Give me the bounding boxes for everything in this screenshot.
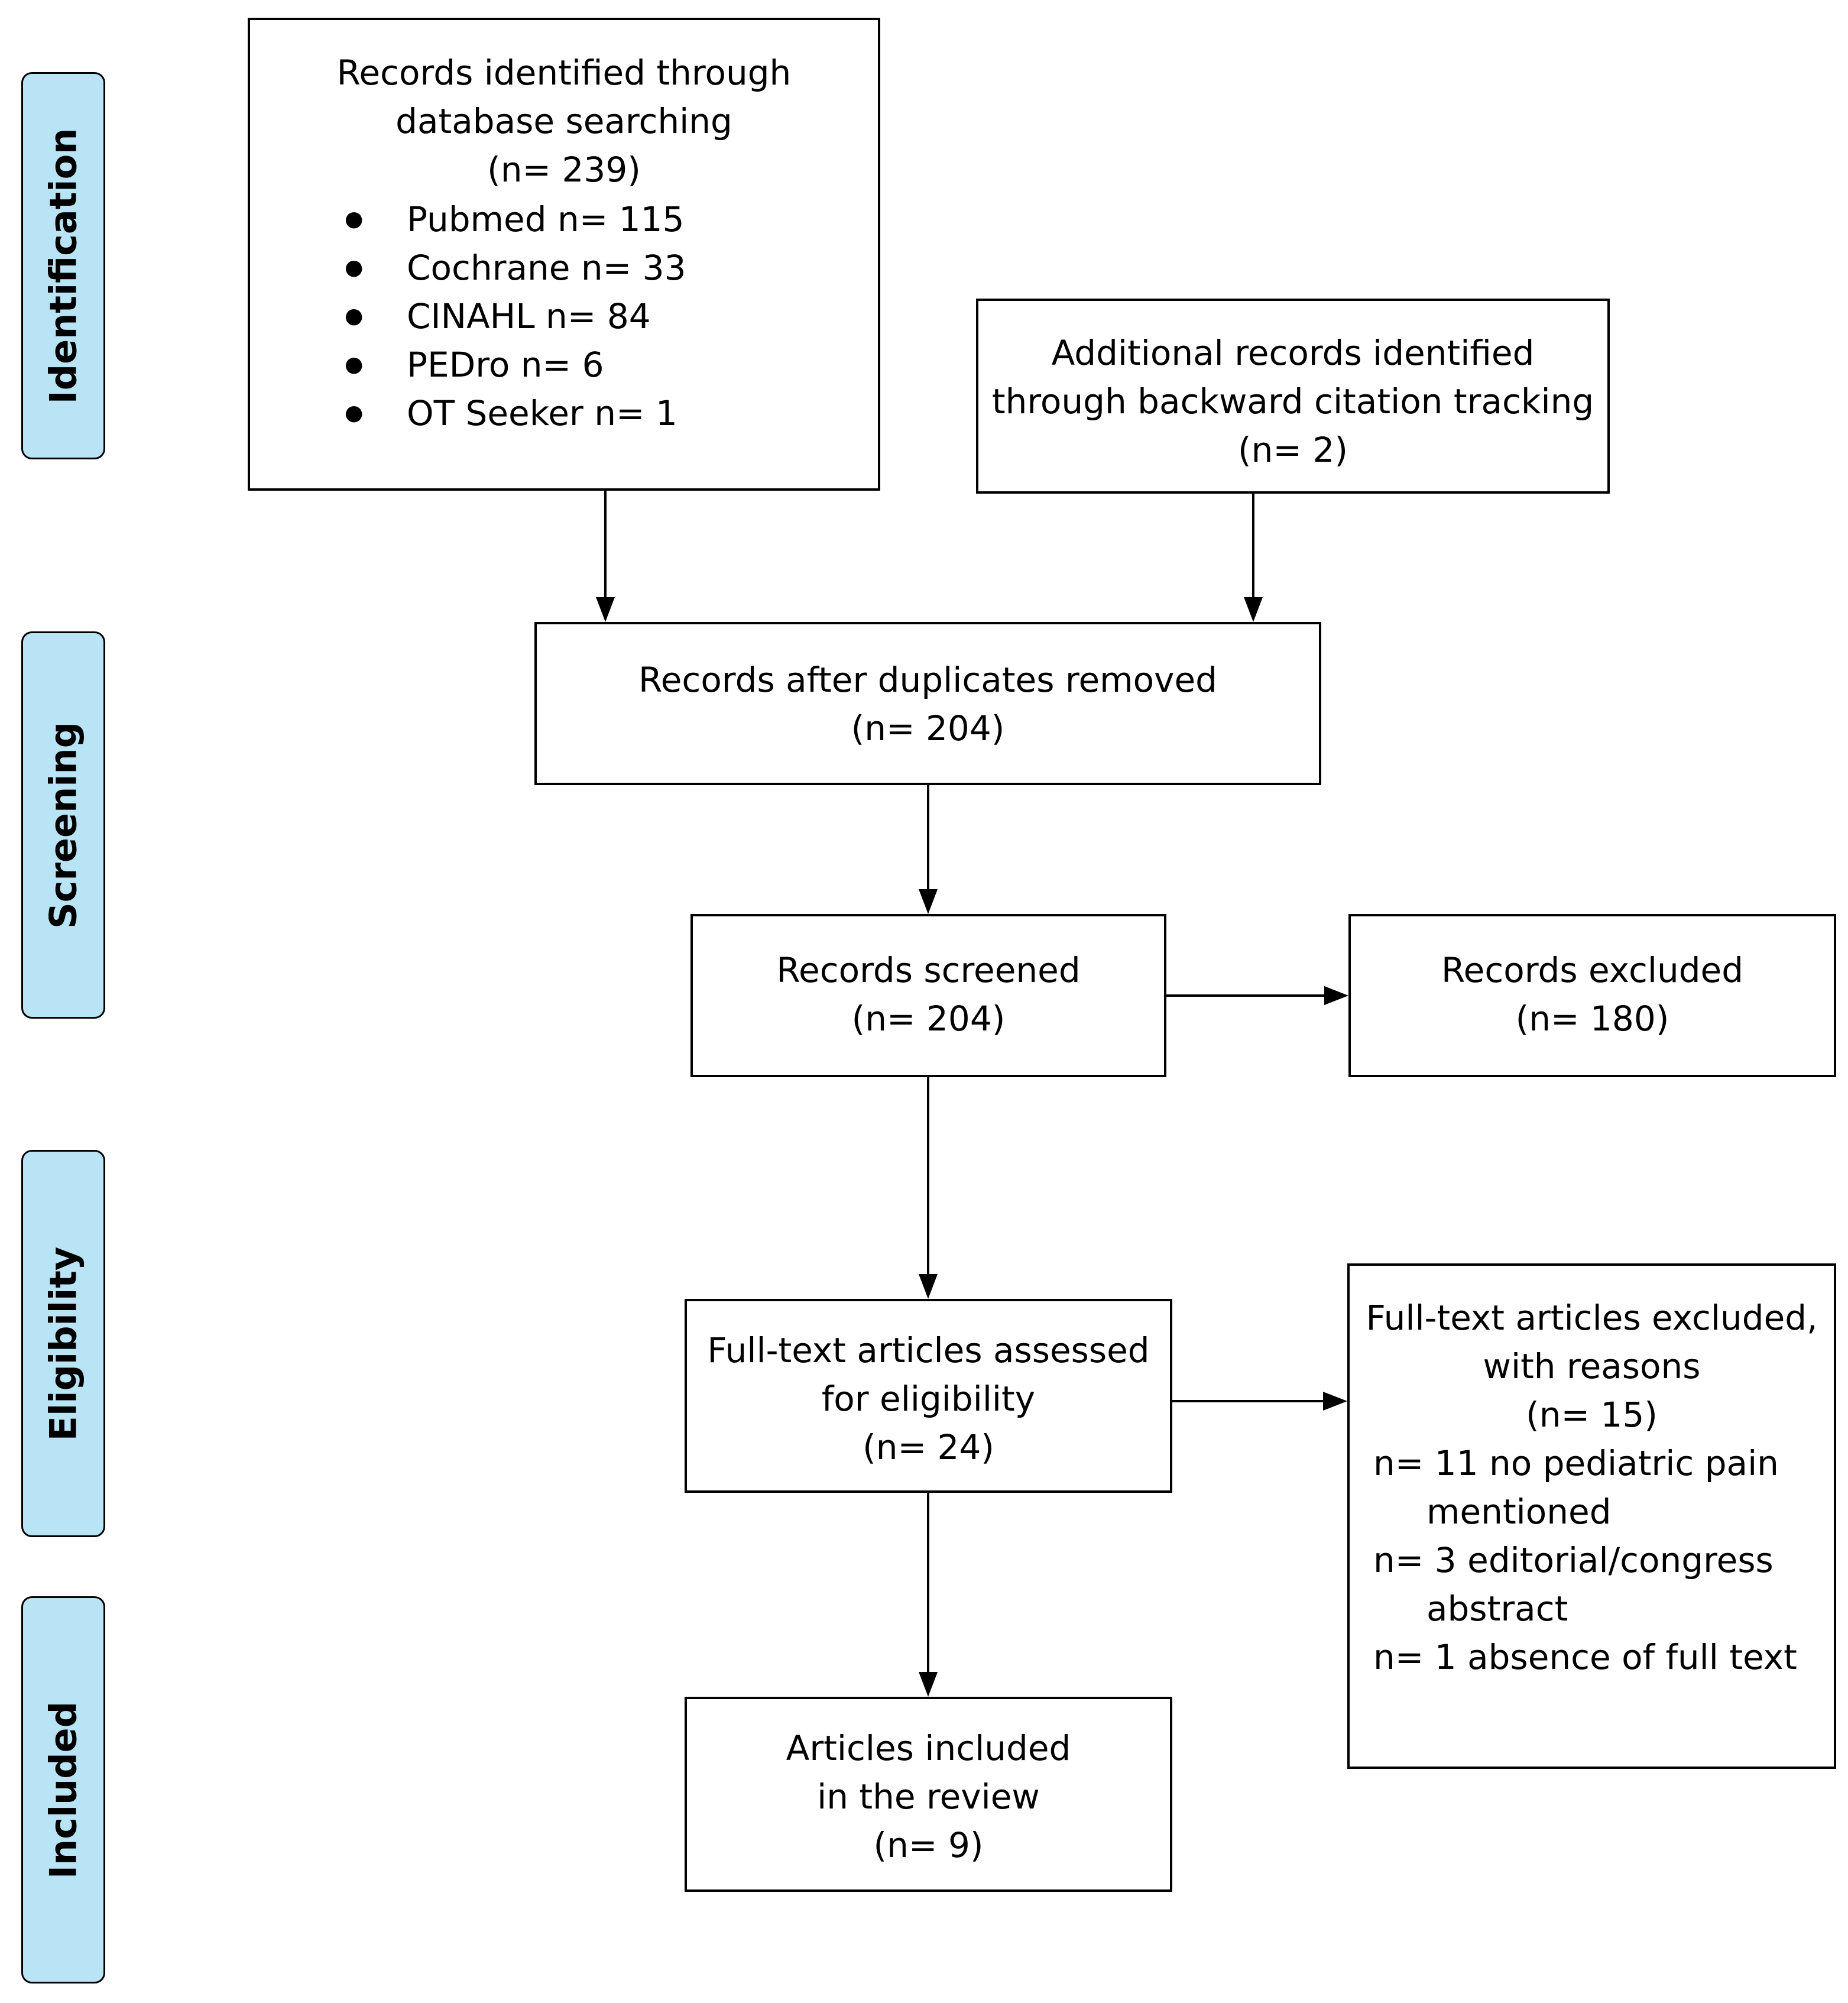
identified-title-line1: Records identified through <box>336 53 792 93</box>
source-item: PEDro n= 6 <box>250 341 878 389</box>
phase-included: Included <box>21 1596 105 1983</box>
database-source-list: Pubmed n= 115 Cochrane n= 33 CINAHL n= 8… <box>250 195 878 437</box>
phase-eligibility: Eligibility <box>21 1150 105 1537</box>
source-item: Cochrane n= 33 <box>250 244 878 292</box>
arrowhead <box>596 597 615 622</box>
arrowhead <box>919 1274 938 1299</box>
deduplicated-label: Records after duplicates removed <box>638 660 1217 700</box>
identified-title-line2: database searching <box>395 101 732 141</box>
additional-title-line2: through backward citation tracking <box>991 381 1594 422</box>
identified-records-box: Records identified through database sear… <box>248 18 880 491</box>
fulltext-excluded-count: (n= 15) <box>1526 1395 1658 1435</box>
fulltext-title-line1: Full-text articles assessed <box>707 1330 1150 1370</box>
screened-records-box: Records screened (n= 204) <box>690 914 1166 1077</box>
screened-count: (n= 204) <box>851 999 1006 1039</box>
source-item: OT Seeker n= 1 <box>250 389 878 437</box>
phase-identification: Identification <box>21 72 105 459</box>
screened-label: Records screened <box>776 950 1081 990</box>
arrowhead <box>1244 597 1263 622</box>
source-item: CINAHL n= 84 <box>250 292 878 341</box>
exclusion-reason-continuation: abstract <box>1426 1589 1568 1629</box>
included-title-line2: in the review <box>817 1777 1040 1817</box>
deduplicated-count: (n= 204) <box>851 708 1005 748</box>
included-articles-box: Articles included in the review (n= 9) <box>685 1697 1172 1892</box>
fulltext-assessed-box: Full-text articles assessed for eligibil… <box>685 1299 1172 1493</box>
arrowhead <box>1323 1392 1347 1411</box>
deduplicated-records-box: Records after duplicates removed (n= 204… <box>534 622 1321 785</box>
phase-screening: Screening <box>21 631 105 1019</box>
fulltext-count: (n= 24) <box>863 1427 994 1467</box>
source-item: Pubmed n= 115 <box>250 195 878 244</box>
exclusion-reason-continuation: mentioned <box>1426 1492 1612 1532</box>
additional-records-box: Additional records identified through ba… <box>976 299 1610 494</box>
arrowhead <box>919 889 938 914</box>
excluded-label: Records excluded <box>1441 950 1744 990</box>
exclusion-reason: n= 11 no pediatric pain <box>1373 1443 1779 1483</box>
arrowhead <box>919 1672 938 1697</box>
fulltext-excluded-title-line1: Full-text articles excluded, <box>1366 1298 1818 1338</box>
excluded-count: (n= 180) <box>1515 999 1669 1039</box>
identified-count: (n= 239) <box>487 150 641 190</box>
fulltext-title-line2: for eligibility <box>821 1379 1036 1419</box>
excluded-records-box: Records excluded (n= 180) <box>1348 914 1836 1077</box>
additional-title-line1: Additional records identified <box>1051 333 1535 373</box>
arrowhead <box>1324 986 1348 1005</box>
exclusion-reason: n= 3 editorial/congress <box>1373 1540 1774 1580</box>
additional-count: (n= 2) <box>1238 430 1348 470</box>
fulltext-excluded-box: Full-text articles excluded, with reason… <box>1347 1263 1836 1769</box>
fulltext-excluded-title-line2: with reasons <box>1483 1346 1701 1386</box>
included-count: (n= 9) <box>873 1825 984 1865</box>
exclusion-reason: n= 1 absence of full text <box>1373 1637 1797 1677</box>
included-title-line1: Articles included <box>786 1728 1071 1768</box>
